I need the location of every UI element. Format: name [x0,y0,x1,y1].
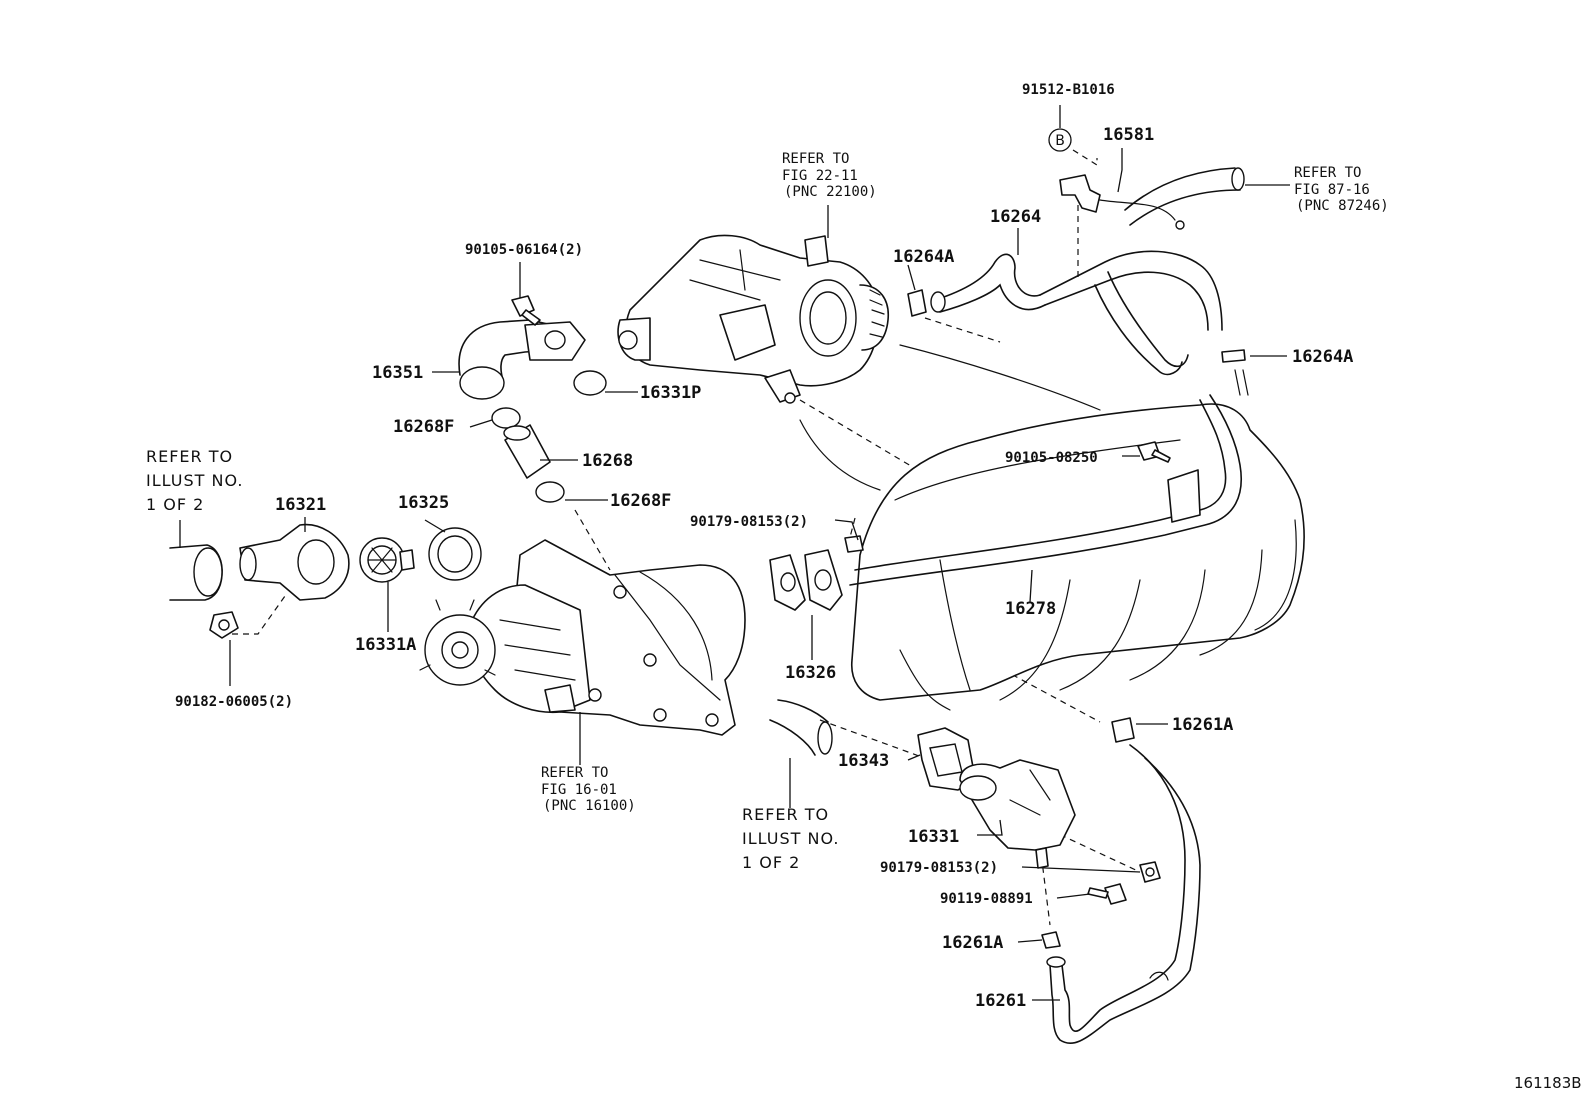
refer-fig-22-11-line1: REFER TO [782,151,849,167]
label-16268: 16268 [582,451,633,471]
label-16331: 16331 [908,827,959,847]
refer-fig-16-01-line1: REFER TO [541,765,608,781]
label-16261a-lower: 16261A [942,933,1003,953]
label-90105-08250: 90105-08250 [1005,450,1098,466]
refer-fig-16-01-line2: FIG 16-01 [541,782,617,798]
refer-illust-left-line2: ILLUST NO. [146,471,243,490]
refer-fig-16-01-line3: (PNC 16100) [543,798,636,814]
label-16278: 16278 [1005,599,1056,619]
refer-fig-22-11-line2: FIG 22-11 [782,168,858,184]
label-16264a-right: 16264A [1292,347,1353,367]
refer-illust-left-line3: 1 OF 2 [146,495,204,514]
label-16326: 16326 [785,663,836,683]
label-16331p: 16331P [640,383,701,403]
circle-marker-letter: B [1055,133,1065,149]
refer-fig-87-16-line1: REFER TO [1294,165,1361,181]
water-bypass-pipe-assembly [458,295,607,503]
intake-manifold [799,344,1305,711]
refer-fig-87-16-line2: FIG 87-16 [1294,182,1370,198]
label-90182-06005: 90182-06005(2) [175,694,293,710]
leader-lines [179,105,1290,1001]
callout-labels: 16351 16331P 16268F 16268 16268F 16321 1… [175,82,1353,1011]
label-90105-06164: 90105-06164(2) [465,242,583,258]
label-90119-08891: 90119-08891 [940,891,1033,907]
refer-illust-bottom-line2: ILLUST NO. [742,829,839,848]
label-16268f-upper: 16268F [393,417,454,437]
refer-fig-87-16-line3: (PNC 87246) [1296,198,1389,214]
label-16261a-upper: 16261A [1172,715,1233,735]
label-16264a-upper: 16264A [893,247,954,267]
refer-illust-bottom-line3: 1 OF 2 [742,853,800,872]
label-16581: 16581 [1103,125,1154,145]
refer-notes: REFER TO ILLUST NO. 1 OF 2 REFER TO ILLU… [146,151,1389,872]
refer-illust-left-line1: REFER TO [146,447,233,466]
reference-circle-b: B [1048,128,1072,152]
water-outlet-assembly [769,699,1201,1045]
label-16351: 16351 [372,363,423,383]
figure-id: 161183B [1514,1074,1582,1092]
bypass-pipe-16278 [769,394,1242,611]
label-16343: 16343 [838,751,889,771]
refer-fig-22-11-line3: (PNC 22100) [784,184,877,200]
label-16261: 16261 [975,991,1026,1011]
refer-illust-bottom-line1: REFER TO [742,805,829,824]
label-90179-08153-lower: 90179-08153(2) [880,860,998,876]
upper-hoses [907,167,1249,396]
label-16321: 16321 [275,495,326,515]
label-16268f-lower: 16268F [610,491,671,511]
label-90179-08153-upper: 90179-08153(2) [690,514,808,530]
water-inlet-assembly [169,523,482,639]
label-16331a: 16331A [355,635,416,655]
label-16264: 16264 [990,207,1041,227]
water-pump [419,539,746,736]
throttle-body [617,234,889,404]
label-16325: 16325 [398,493,449,513]
label-91512-b1016: 91512-B1016 [1022,82,1115,98]
